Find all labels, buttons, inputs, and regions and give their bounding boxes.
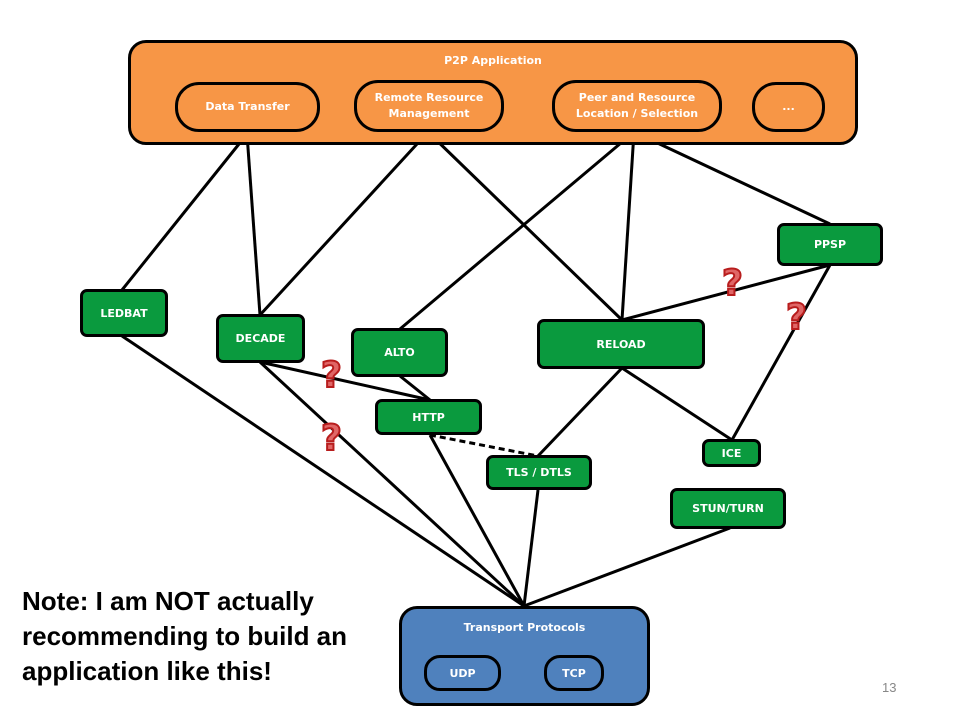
edge-datatransfer-decade: [245, 133, 262, 316]
protocol-reload: RELOAD: [537, 319, 705, 369]
edge-stun-transport: [523, 526, 731, 608]
question-mark-ppsp-reload: ?: [721, 263, 744, 304]
protocol-alto: ALTO: [351, 328, 448, 377]
p2p-application-title: P2P Application: [444, 54, 542, 67]
module-more: ...: [752, 82, 825, 132]
edge-ppsp-ice: [730, 264, 832, 441]
question-mark-ppsp-ice: ?: [785, 297, 808, 338]
edge-remote-reload: [426, 130, 624, 322]
page-number: 13: [882, 680, 897, 695]
edge-ledbat-transport: [121, 334, 525, 608]
module-data-transfer: Data Transfer: [175, 82, 320, 132]
edge-http-transport: [428, 434, 526, 607]
protocol-ice: ICE: [702, 439, 761, 467]
module-remote-resource-management: Remote Resource Management: [354, 80, 504, 132]
protocol-stun-turn: STUN/TURN: [670, 488, 786, 529]
transport-protocols-title: Transport Protocols: [463, 621, 586, 634]
edge-remote-decade: [258, 130, 430, 317]
protocol-ppsp: PPSP: [777, 223, 883, 266]
edge-datatransfer-ledbat: [120, 133, 249, 291]
question-mark-decade-http: ?: [320, 355, 343, 396]
transport-tcp: TCP: [544, 655, 604, 691]
edge-decade-http: [259, 360, 431, 402]
transport-udp: UDP: [424, 655, 501, 691]
module-peer-resource-location: Peer and Resource Location / Selection: [552, 80, 722, 132]
edge-ppsp-reload: [621, 263, 831, 322]
edge-http-tls-dashed: [429, 433, 539, 458]
disclaimer-note: Note: I am NOT actually recommending to …: [22, 586, 348, 686]
protocol-tls-dtls: TLS / DTLS: [486, 455, 592, 490]
edge-alto-http: [399, 374, 431, 402]
edge-location-alto: [399, 130, 635, 331]
protocol-http: HTTP: [375, 399, 482, 435]
edge-reload-ice: [621, 366, 733, 442]
edge-reload-tls: [536, 366, 624, 458]
edge-decade-transport: [258, 360, 526, 608]
protocol-decade: DECADE: [216, 314, 305, 363]
edge-tls-transport: [522, 489, 540, 607]
question-mark-decade-transport: ?: [320, 418, 343, 459]
protocol-ledbat: LEDBAT: [80, 289, 168, 337]
edge-location-ppsp: [633, 130, 831, 226]
edge-location-reload: [620, 131, 636, 321]
